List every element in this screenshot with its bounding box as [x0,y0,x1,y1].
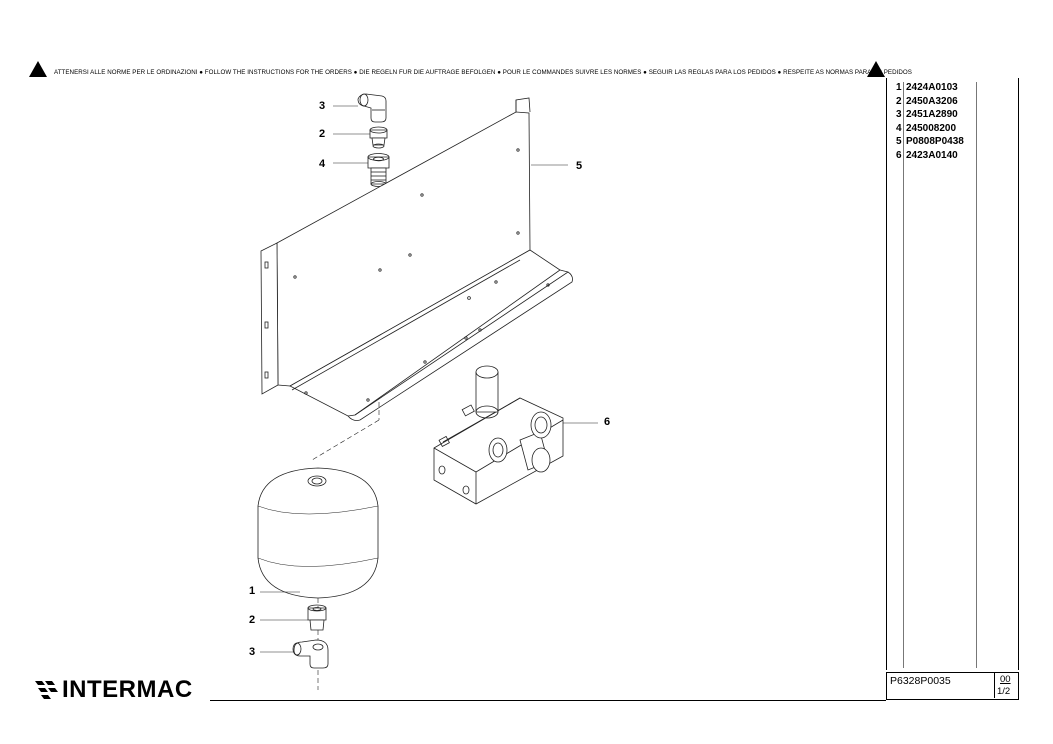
warning-triangle-icon [867,61,885,77]
expansion-tank [257,467,379,599]
valve-block [433,365,564,505]
parts-panel-right-border [1018,78,1019,670]
brand-name: INTERMAC [62,676,193,703]
callout-2-bottom: 2 [249,614,256,626]
parts-panel-left-border [886,78,887,670]
exploded-view-drawing [257,93,598,690]
callout-3-bottom: 3 [249,646,256,658]
title-block: P6328P0035 00 1/2 [886,672,1019,700]
callout-4: 4 [319,158,326,170]
reducer-fitting-top [369,126,388,149]
callout-3-top: 3 [319,100,326,112]
footer-rule [210,700,886,701]
parts-column-divider [903,82,904,668]
callout-1: 1 [249,585,256,597]
revision-number: 00 [1000,674,1011,685]
intermac-logo: INTERMAC [35,678,193,702]
mounting-bracket [260,97,573,421]
warning-triangle-icon [29,61,47,77]
parts-column-divider [976,82,977,668]
sheet-number: 1/2 [997,686,1011,697]
intermac-logo-mark [35,681,58,699]
threaded-fitting [367,153,390,187]
drawing-code: P6328P0035 [890,675,951,687]
callout-6: 6 [604,416,611,428]
reducer-fitting-bottom [307,604,327,631]
elbow-fitting-top [357,93,387,123]
elbow-fitting-bottom [292,639,329,669]
order-instructions-notice: ATTENERSI ALLE NORME PER LE ORDINAZIONI … [54,69,912,76]
callout-5: 5 [576,160,583,172]
title-block-divider [994,673,995,698]
callout-2-top: 2 [319,128,326,140]
